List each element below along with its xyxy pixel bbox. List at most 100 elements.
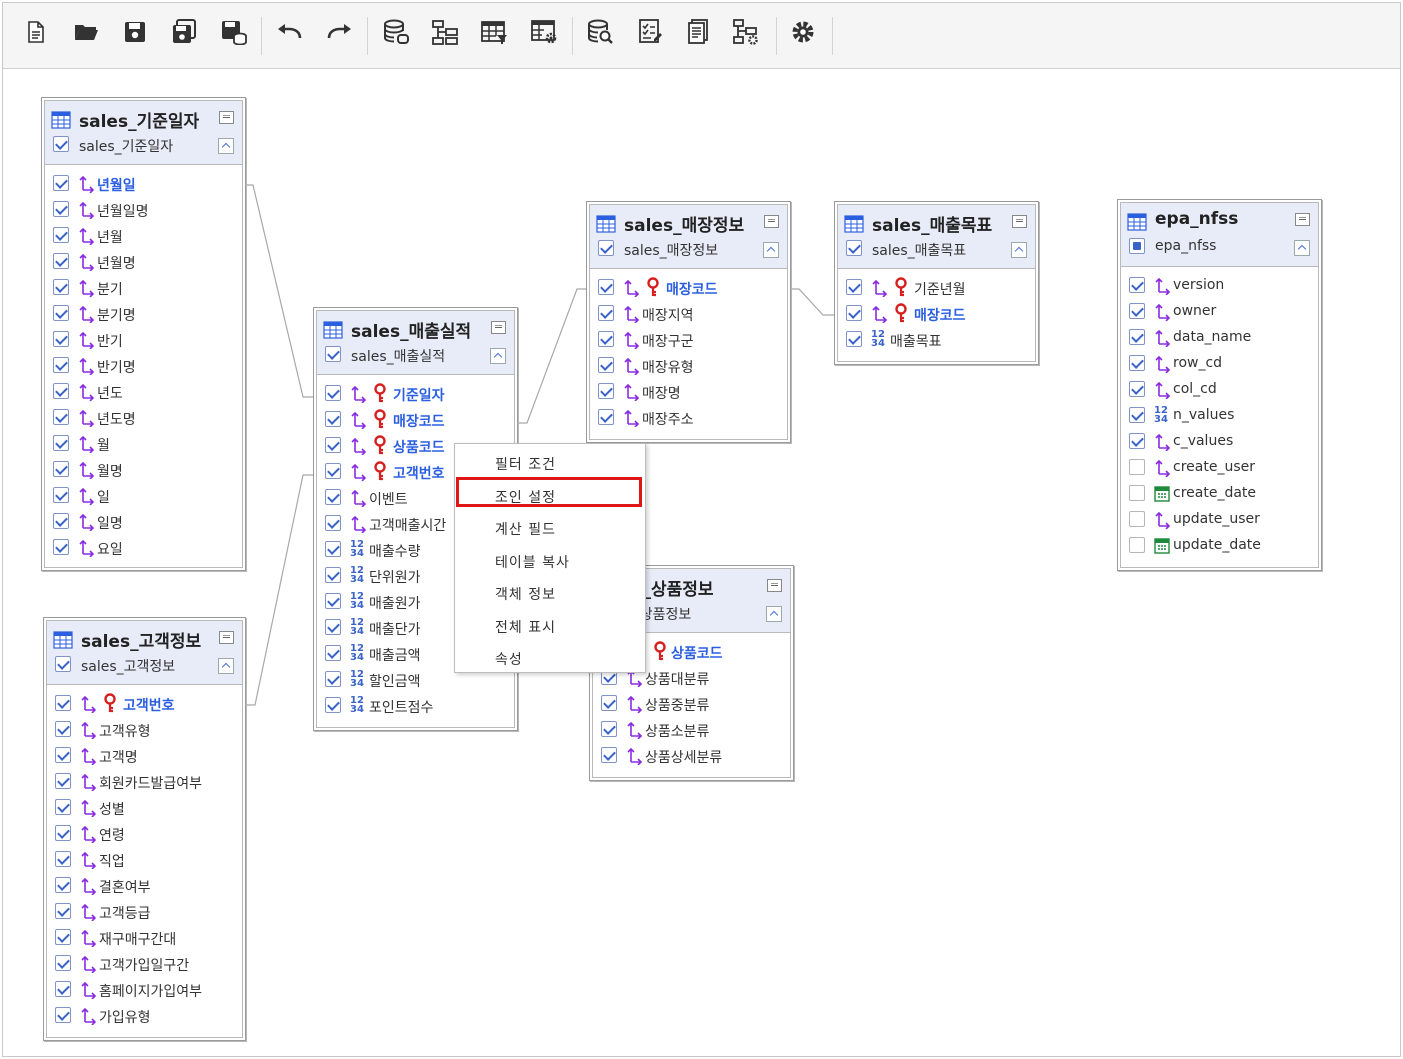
table-select-checkbox[interactable] xyxy=(598,240,614,256)
column-row[interactable]: 일명 xyxy=(45,509,242,535)
column-checkbox[interactable] xyxy=(1129,485,1145,501)
column-checkbox[interactable] xyxy=(53,357,69,373)
collapse-button[interactable] xyxy=(218,658,234,674)
column-checkbox[interactable] xyxy=(55,955,71,971)
column-checkbox[interactable] xyxy=(53,461,69,477)
undo-button[interactable] xyxy=(272,16,308,52)
column-row[interactable]: 고객번호 xyxy=(317,459,514,485)
database-connect-button[interactable] xyxy=(378,16,414,52)
column-row[interactable]: owner xyxy=(1121,299,1318,325)
table-menu-icon[interactable] xyxy=(219,631,234,644)
column-row[interactable]: 매장코드 xyxy=(317,407,514,433)
column-checkbox[interactable] xyxy=(325,385,341,401)
tree-diagram-button[interactable] xyxy=(427,16,463,52)
column-checkbox[interactable] xyxy=(1129,537,1145,553)
collapse-button[interactable] xyxy=(1294,240,1310,256)
join-line[interactable] xyxy=(789,288,834,316)
column-checkbox[interactable] xyxy=(55,695,71,711)
column-checkbox[interactable] xyxy=(53,175,69,191)
column-row[interactable]: 매장코드 xyxy=(590,275,787,301)
column-checkbox[interactable] xyxy=(55,877,71,893)
collapse-button[interactable] xyxy=(490,348,506,364)
column-checkbox[interactable] xyxy=(325,437,341,453)
column-checkbox[interactable] xyxy=(598,383,614,399)
column-row[interactable]: 홈페이지가입여부 xyxy=(47,977,242,1003)
column-row[interactable]: 매장명 xyxy=(590,379,787,405)
column-checkbox[interactable] xyxy=(53,305,69,321)
column-checkbox[interactable] xyxy=(601,721,617,737)
join-line[interactable] xyxy=(244,474,313,706)
column-checkbox[interactable] xyxy=(325,515,341,531)
table-select-checkbox[interactable] xyxy=(325,346,341,362)
column-checkbox[interactable] xyxy=(598,279,614,295)
column-checkbox[interactable] xyxy=(325,489,341,505)
db-search-button[interactable] xyxy=(582,16,618,52)
column-checkbox[interactable] xyxy=(325,541,341,557)
column-row[interactable]: 상품소분류 xyxy=(593,717,790,743)
column-row[interactable]: 년월명 xyxy=(45,249,242,275)
document-copy-button[interactable] xyxy=(680,16,716,52)
context-menu-item[interactable]: 필터 조건 xyxy=(455,446,645,478)
column-checkbox[interactable] xyxy=(1129,303,1145,319)
column-checkbox[interactable] xyxy=(325,567,341,583)
context-menu-item[interactable]: 객체 정보 xyxy=(455,576,645,608)
column-row[interactable]: 반기명 xyxy=(45,353,242,379)
column-row[interactable]: 요일 xyxy=(45,535,242,561)
column-row[interactable]: 상품코드 xyxy=(317,433,514,459)
column-checkbox[interactable] xyxy=(53,539,69,555)
save-button[interactable] xyxy=(117,16,153,52)
column-row[interactable]: 결혼여부 xyxy=(47,873,242,899)
column-row[interactable]: 일 xyxy=(45,483,242,509)
table-settings-button[interactable] xyxy=(526,16,562,52)
column-checkbox[interactable] xyxy=(53,383,69,399)
column-row[interactable]: 분기명 xyxy=(45,301,242,327)
column-checkbox[interactable] xyxy=(325,411,341,427)
column-checkbox[interactable] xyxy=(846,331,862,347)
column-checkbox[interactable] xyxy=(1129,329,1145,345)
column-checkbox[interactable] xyxy=(55,903,71,919)
gear-button[interactable] xyxy=(785,16,821,52)
column-row[interactable]: 직업 xyxy=(47,847,242,873)
column-row[interactable]: 이벤트 xyxy=(317,485,514,511)
column-checkbox[interactable] xyxy=(55,799,71,815)
column-row[interactable]: 상품상세분류 xyxy=(593,743,790,769)
column-row[interactable]: 매장지역 xyxy=(590,301,787,327)
collapse-button[interactable] xyxy=(763,242,779,258)
column-row[interactable]: 년월일명 xyxy=(45,197,242,223)
column-checkbox[interactable] xyxy=(53,253,69,269)
context-menu-item[interactable]: 계산 필드 xyxy=(455,511,645,543)
open-folder-button[interactable] xyxy=(68,16,104,52)
context-menu-item[interactable]: 전체 표시 xyxy=(455,609,645,641)
column-row[interactable]: 분기 xyxy=(45,275,242,301)
column-checkbox[interactable] xyxy=(598,331,614,347)
column-row[interactable]: 고객매출시간 xyxy=(317,511,514,537)
column-row[interactable]: 가입유형 xyxy=(47,1003,242,1029)
column-row[interactable]: 월명 xyxy=(45,457,242,483)
column-row[interactable]: 상품대분류 xyxy=(593,665,790,691)
column-checkbox[interactable] xyxy=(1129,407,1145,423)
table-select-checkbox[interactable] xyxy=(55,656,71,672)
column-row[interactable]: 월 xyxy=(45,431,242,457)
column-row[interactable]: create_date xyxy=(1121,481,1318,507)
column-row[interactable]: 상품코드 xyxy=(593,639,790,665)
column-row[interactable]: 고객유형 xyxy=(47,717,242,743)
column-row[interactable]: 연령 xyxy=(47,821,242,847)
column-checkbox[interactable] xyxy=(846,305,862,321)
redo-button[interactable] xyxy=(321,16,357,52)
column-row[interactable]: 년도 xyxy=(45,379,242,405)
column-row[interactable]: 기준년월 xyxy=(838,275,1035,301)
table-select-checkbox[interactable] xyxy=(53,136,69,152)
table-filter-button[interactable] xyxy=(476,16,512,52)
